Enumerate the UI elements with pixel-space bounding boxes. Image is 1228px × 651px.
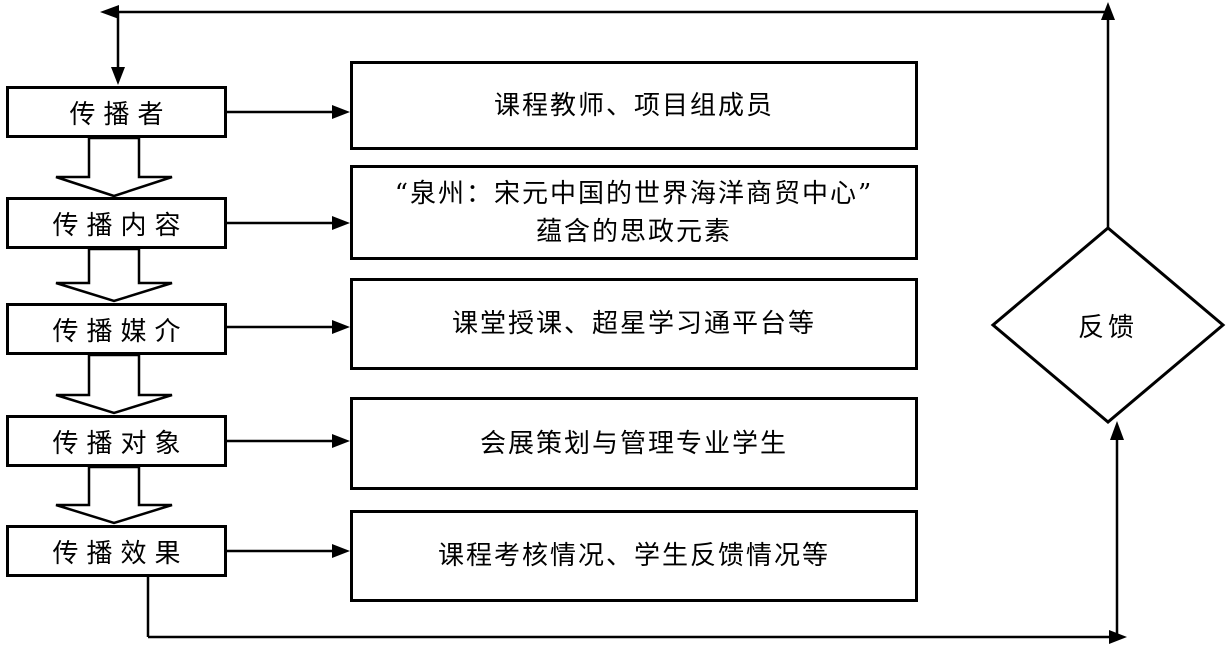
detail-line: “泉州：宋元中国的世界海洋商贸中心”: [394, 178, 874, 209]
node-medium: 传播媒介: [6, 303, 227, 355]
detail-content: “泉州：宋元中国的世界海洋商贸中心” 蕴含的思政元素: [350, 165, 918, 260]
connector-row-4: [227, 434, 350, 448]
connector-row-5: [227, 544, 350, 558]
feedback-diamond-label: 反馈: [1077, 312, 1138, 343]
block-arrow-down-icon: [55, 136, 173, 198]
block-arrow-down-icon: [55, 353, 173, 415]
arrowhead-up-icon: [1110, 421, 1124, 440]
connector-row-3: [227, 320, 350, 334]
detail-audience: 会展策划与管理专业学生: [350, 397, 918, 490]
detail-line: 课程考核情况、学生反馈情况等: [437, 541, 830, 571]
feedback-loop-bottom: [146, 421, 1127, 644]
node-effect: 传播效果: [6, 525, 227, 577]
detail-line: 课堂授课、超星学习通平台等: [451, 309, 816, 339]
detail-effect: 课程考核情况、学生反馈情况等: [350, 510, 918, 602]
detail-line: 课程教师、项目组成员: [493, 90, 774, 121]
detail-line: 会展策划与管理专业学生: [479, 428, 788, 459]
node-label: 传播对象: [52, 428, 189, 459]
node-label: 传播效果: [52, 538, 189, 569]
node-content: 传播内容: [6, 197, 227, 249]
detail-line: 蕴含的思政元素: [535, 216, 732, 247]
node-label: 传播内容: [52, 210, 189, 241]
block-arrow-down-icon: [55, 465, 173, 525]
connector-row-2: [227, 216, 350, 230]
arrowhead-right-icon: [332, 105, 350, 119]
node-label: 传播者: [69, 99, 172, 130]
node-label: 传播媒介: [52, 316, 189, 347]
feedback-loop-top: [100, 2, 1115, 228]
block-arrow-down-icon: [55, 247, 173, 303]
arrowhead-left-icon: [100, 5, 119, 19]
connector-row-1: [227, 105, 350, 119]
node-communicator: 传播者: [6, 86, 227, 138]
arrowhead-down-icon: [111, 67, 125, 85]
detail-medium: 课堂授课、超星学习通平台等: [350, 278, 918, 370]
arrowhead-right-icon: [332, 216, 350, 230]
node-audience: 传播对象: [6, 415, 227, 467]
feedback-diamond: [990, 226, 1226, 424]
arrowhead-right-icon: [332, 544, 350, 558]
arrowhead-right-icon: [332, 320, 350, 334]
detail-communicator: 课程教师、项目组成员: [350, 61, 918, 150]
arrowhead-right-icon: [332, 434, 350, 448]
